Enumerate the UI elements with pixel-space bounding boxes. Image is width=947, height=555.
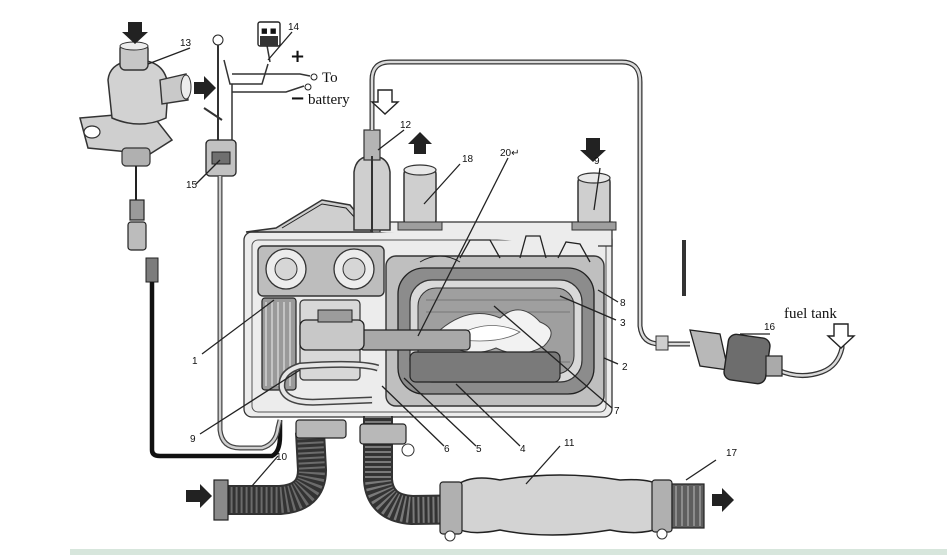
fuse-holder <box>257 21 281 47</box>
part-label-4: 4 <box>520 444 526 455</box>
battery-label: battery <box>308 92 350 108</box>
fuel-tank-label: fuel tank <box>784 306 837 322</box>
part-label-9-top: 9 <box>594 156 600 167</box>
water-outlet-port <box>397 164 443 231</box>
fuse-mark: ■ ■ <box>261 27 276 35</box>
part-label-20: 20↵ <box>500 148 520 159</box>
part-label-14: 14 <box>288 22 300 33</box>
arrow-up-outlet-icon <box>408 132 432 154</box>
arrow-right-pump-outlet-icon <box>194 76 216 100</box>
part-label-8: 8 <box>620 298 626 309</box>
fuel-inlet-connector <box>353 129 391 232</box>
part-label-12: 12 <box>400 120 412 131</box>
water-inlet-port <box>571 172 617 231</box>
part-label-1: 1 <box>192 356 198 367</box>
text-annotations: + To − battery fuel tank ■ ■ <box>261 27 837 322</box>
fuel-pump <box>655 329 783 385</box>
part-label-17: 17 <box>726 448 738 459</box>
part-label-5: 5 <box>476 444 482 455</box>
part-number-labels: 13 14 12 18 20↵ 9 15 1 9 10 11 17 16 8 3… <box>180 22 776 463</box>
flow-arrows <box>122 22 856 512</box>
part-label-2: 2 <box>622 362 628 373</box>
circulation-pump <box>79 41 192 251</box>
part-label-15: 15 <box>186 180 198 191</box>
plus-sign: + <box>290 46 305 67</box>
exhaust-pipe <box>359 416 701 526</box>
heat-exchanger <box>299 235 605 407</box>
part-label-9-bottom: 9 <box>190 434 196 445</box>
fuel-line <box>369 59 845 378</box>
exhaust-silencer <box>439 474 705 542</box>
part-label-18: 18 <box>462 154 474 165</box>
internal-coolant-loop <box>278 360 380 406</box>
arrow-right-intake-icon <box>186 484 212 508</box>
arrow-down-fuel-tank-icon <box>826 323 856 349</box>
arrow-down-inlet-icon <box>580 138 606 162</box>
to-label: To <box>322 70 338 86</box>
bottom-divider <box>70 549 947 555</box>
part-label-7: 7 <box>614 406 620 417</box>
arrow-down-pump-icon <box>122 22 148 44</box>
part-label-13: 13 <box>180 38 192 49</box>
arrow-down-hollow-icon <box>370 89 400 115</box>
arrow-right-exhaust-icon <box>712 488 734 512</box>
leader-lines <box>147 31 770 487</box>
pump-harness <box>145 257 283 459</box>
part-label-10: 10 <box>276 452 288 463</box>
part-label-6: 6 <box>444 444 450 455</box>
minus-sign: − <box>290 88 305 109</box>
part-label-16: 16 <box>764 322 776 333</box>
combustion-air-intake <box>213 419 347 521</box>
part-label-3: 3 <box>620 318 626 329</box>
part-label-11: 11 <box>564 438 575 449</box>
